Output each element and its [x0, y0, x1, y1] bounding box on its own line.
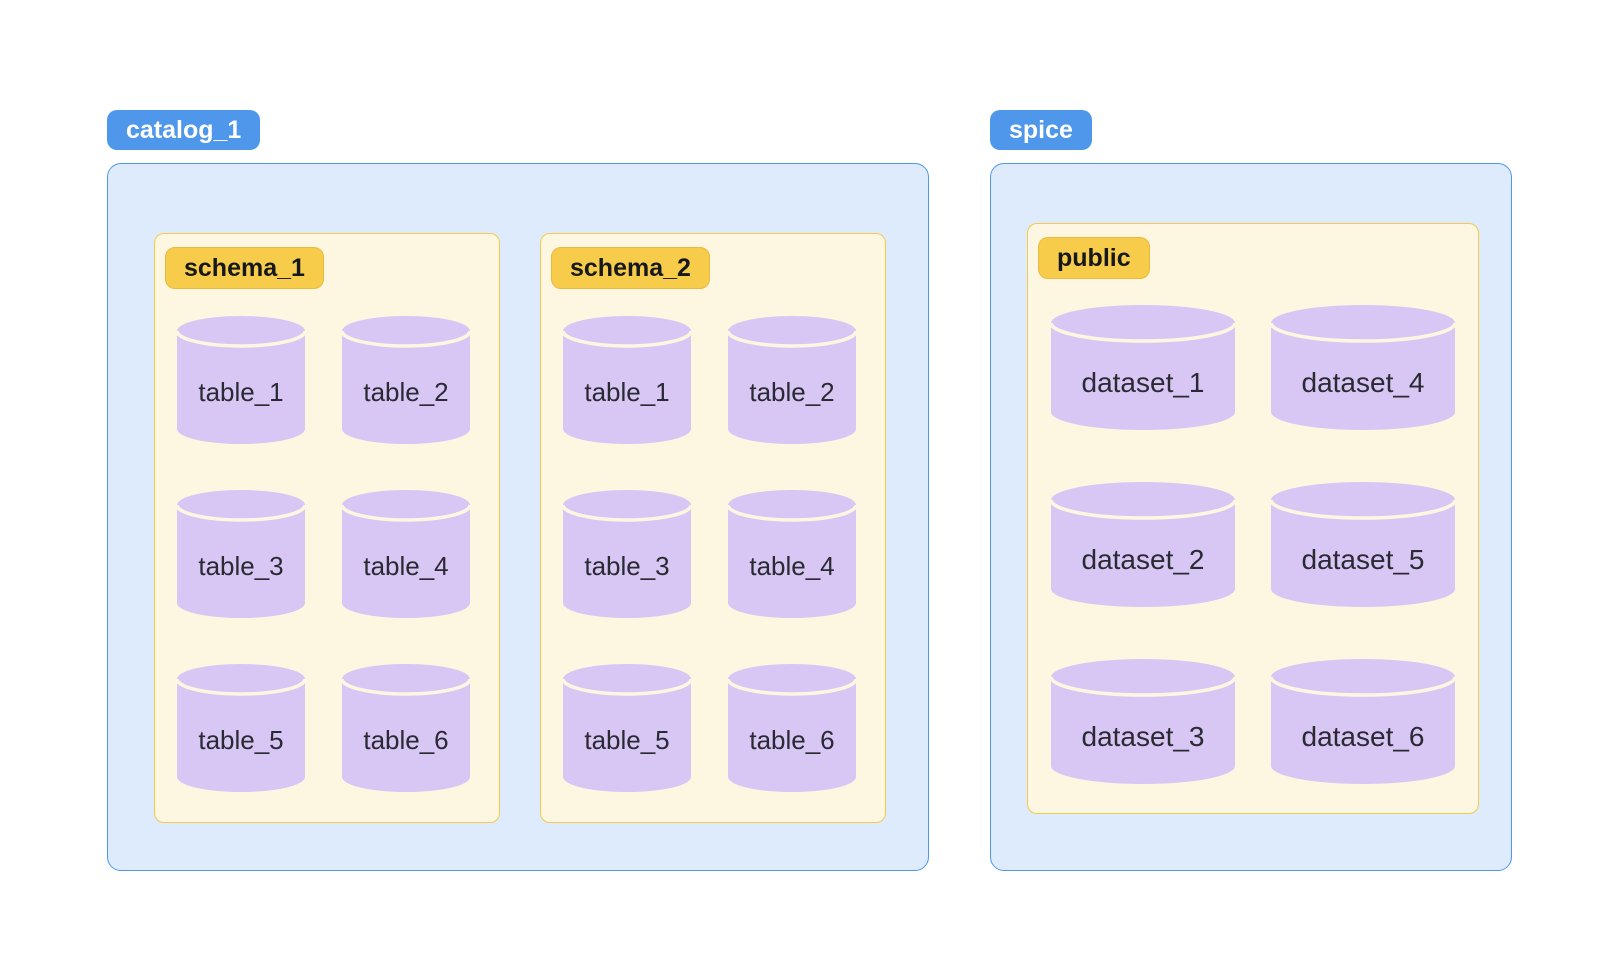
table-cylinder: table_4 [340, 490, 472, 618]
table-cylinder: table_2 [340, 316, 472, 444]
dataset-cylinder: dataset_2 [1049, 482, 1237, 607]
table-cylinder: table_6 [340, 664, 472, 792]
database-cylinder-icon [340, 490, 472, 618]
database-cylinder-icon [561, 490, 693, 618]
table-cylinder: table_3 [561, 490, 693, 618]
database-cylinder-icon [561, 664, 693, 792]
schema-badge-public: public [1038, 237, 1150, 279]
table-cylinder: table_5 [175, 664, 307, 792]
table-label: table_2 [749, 376, 835, 407]
dataset-cylinder: dataset_4 [1269, 305, 1457, 430]
catalog-badge-spice: spice [990, 110, 1092, 150]
table-label: table_2 [363, 376, 449, 407]
public-datasets-grid: dataset_1 dataset_4 da [1049, 305, 1457, 784]
database-cylinder-icon [340, 664, 472, 792]
database-cylinder-icon [726, 664, 858, 792]
database-cylinder-icon [175, 490, 307, 618]
schema-box-schema_1: schema_1 table_1 [154, 233, 500, 823]
database-cylinder-icon [1269, 305, 1457, 430]
dataset-cylinder: dataset_5 [1269, 482, 1457, 607]
catalog-container-spice: public dataset_1 [990, 163, 1512, 871]
table-label: table_4 [749, 550, 835, 581]
dataset-label: dataset_4 [1301, 366, 1425, 398]
dataset-label: dataset_1 [1081, 366, 1205, 398]
table-label: table_5 [198, 724, 284, 755]
database-cylinder-icon [561, 316, 693, 444]
catalog-badge-label: catalog_1 [126, 115, 242, 144]
schema-box-schema_2: schema_2 table_1 [540, 233, 886, 823]
table-label: table_6 [363, 724, 449, 755]
database-cylinder-icon [175, 316, 307, 444]
table-cylinder: table_6 [726, 664, 858, 792]
dataset-cylinder: dataset_1 [1049, 305, 1237, 430]
database-cylinder-icon [175, 664, 307, 792]
schema-badge-label: schema_1 [184, 253, 305, 282]
schema_2-tables-grid: table_1 table_2 table_ [561, 316, 858, 792]
schema-badge-schema_1: schema_1 [165, 247, 324, 289]
dataset-label: dataset_3 [1081, 720, 1205, 752]
table-label: table_3 [584, 550, 670, 581]
table-cylinder: table_4 [726, 490, 858, 618]
table-cylinder: table_1 [561, 316, 693, 444]
table-cylinder: table_1 [175, 316, 307, 444]
database-cylinder-icon [1049, 305, 1237, 430]
table-label: table_1 [198, 376, 284, 407]
table-label: table_4 [363, 550, 449, 581]
database-cylinder-icon [1269, 659, 1457, 784]
schema_1-tables-grid: table_1 table_2 table_ [175, 316, 472, 792]
dataset-label: dataset_6 [1301, 720, 1425, 752]
catalog-badge-label: spice [1009, 115, 1073, 144]
database-cylinder-icon [1049, 659, 1237, 784]
database-cylinder-icon [726, 316, 858, 444]
schema-badge-label: public [1057, 243, 1131, 272]
dataset-label: dataset_2 [1081, 543, 1205, 575]
table-label: table_3 [198, 550, 284, 581]
dataset-label: dataset_5 [1301, 543, 1425, 575]
database-cylinder-icon [1049, 482, 1237, 607]
database-cylinder-icon [726, 490, 858, 618]
table-cylinder: table_5 [561, 664, 693, 792]
dataset-cylinder: dataset_3 [1049, 659, 1237, 784]
table-label: table_5 [584, 724, 670, 755]
catalog-badge-catalog_1: catalog_1 [107, 110, 261, 150]
table-label: table_6 [749, 724, 835, 755]
catalog-container-catalog_1: schema_1 table_1 [107, 163, 929, 871]
table-cylinder: table_3 [175, 490, 307, 618]
schema-box-public: public dataset_1 [1027, 223, 1479, 814]
schema-badge-label: schema_2 [570, 253, 691, 282]
dataset-cylinder: dataset_6 [1269, 659, 1457, 784]
schema-badge-schema_2: schema_2 [551, 247, 710, 289]
database-cylinder-icon [340, 316, 472, 444]
table-cylinder: table_2 [726, 316, 858, 444]
database-cylinder-icon [1269, 482, 1457, 607]
table-label: table_1 [584, 376, 670, 407]
